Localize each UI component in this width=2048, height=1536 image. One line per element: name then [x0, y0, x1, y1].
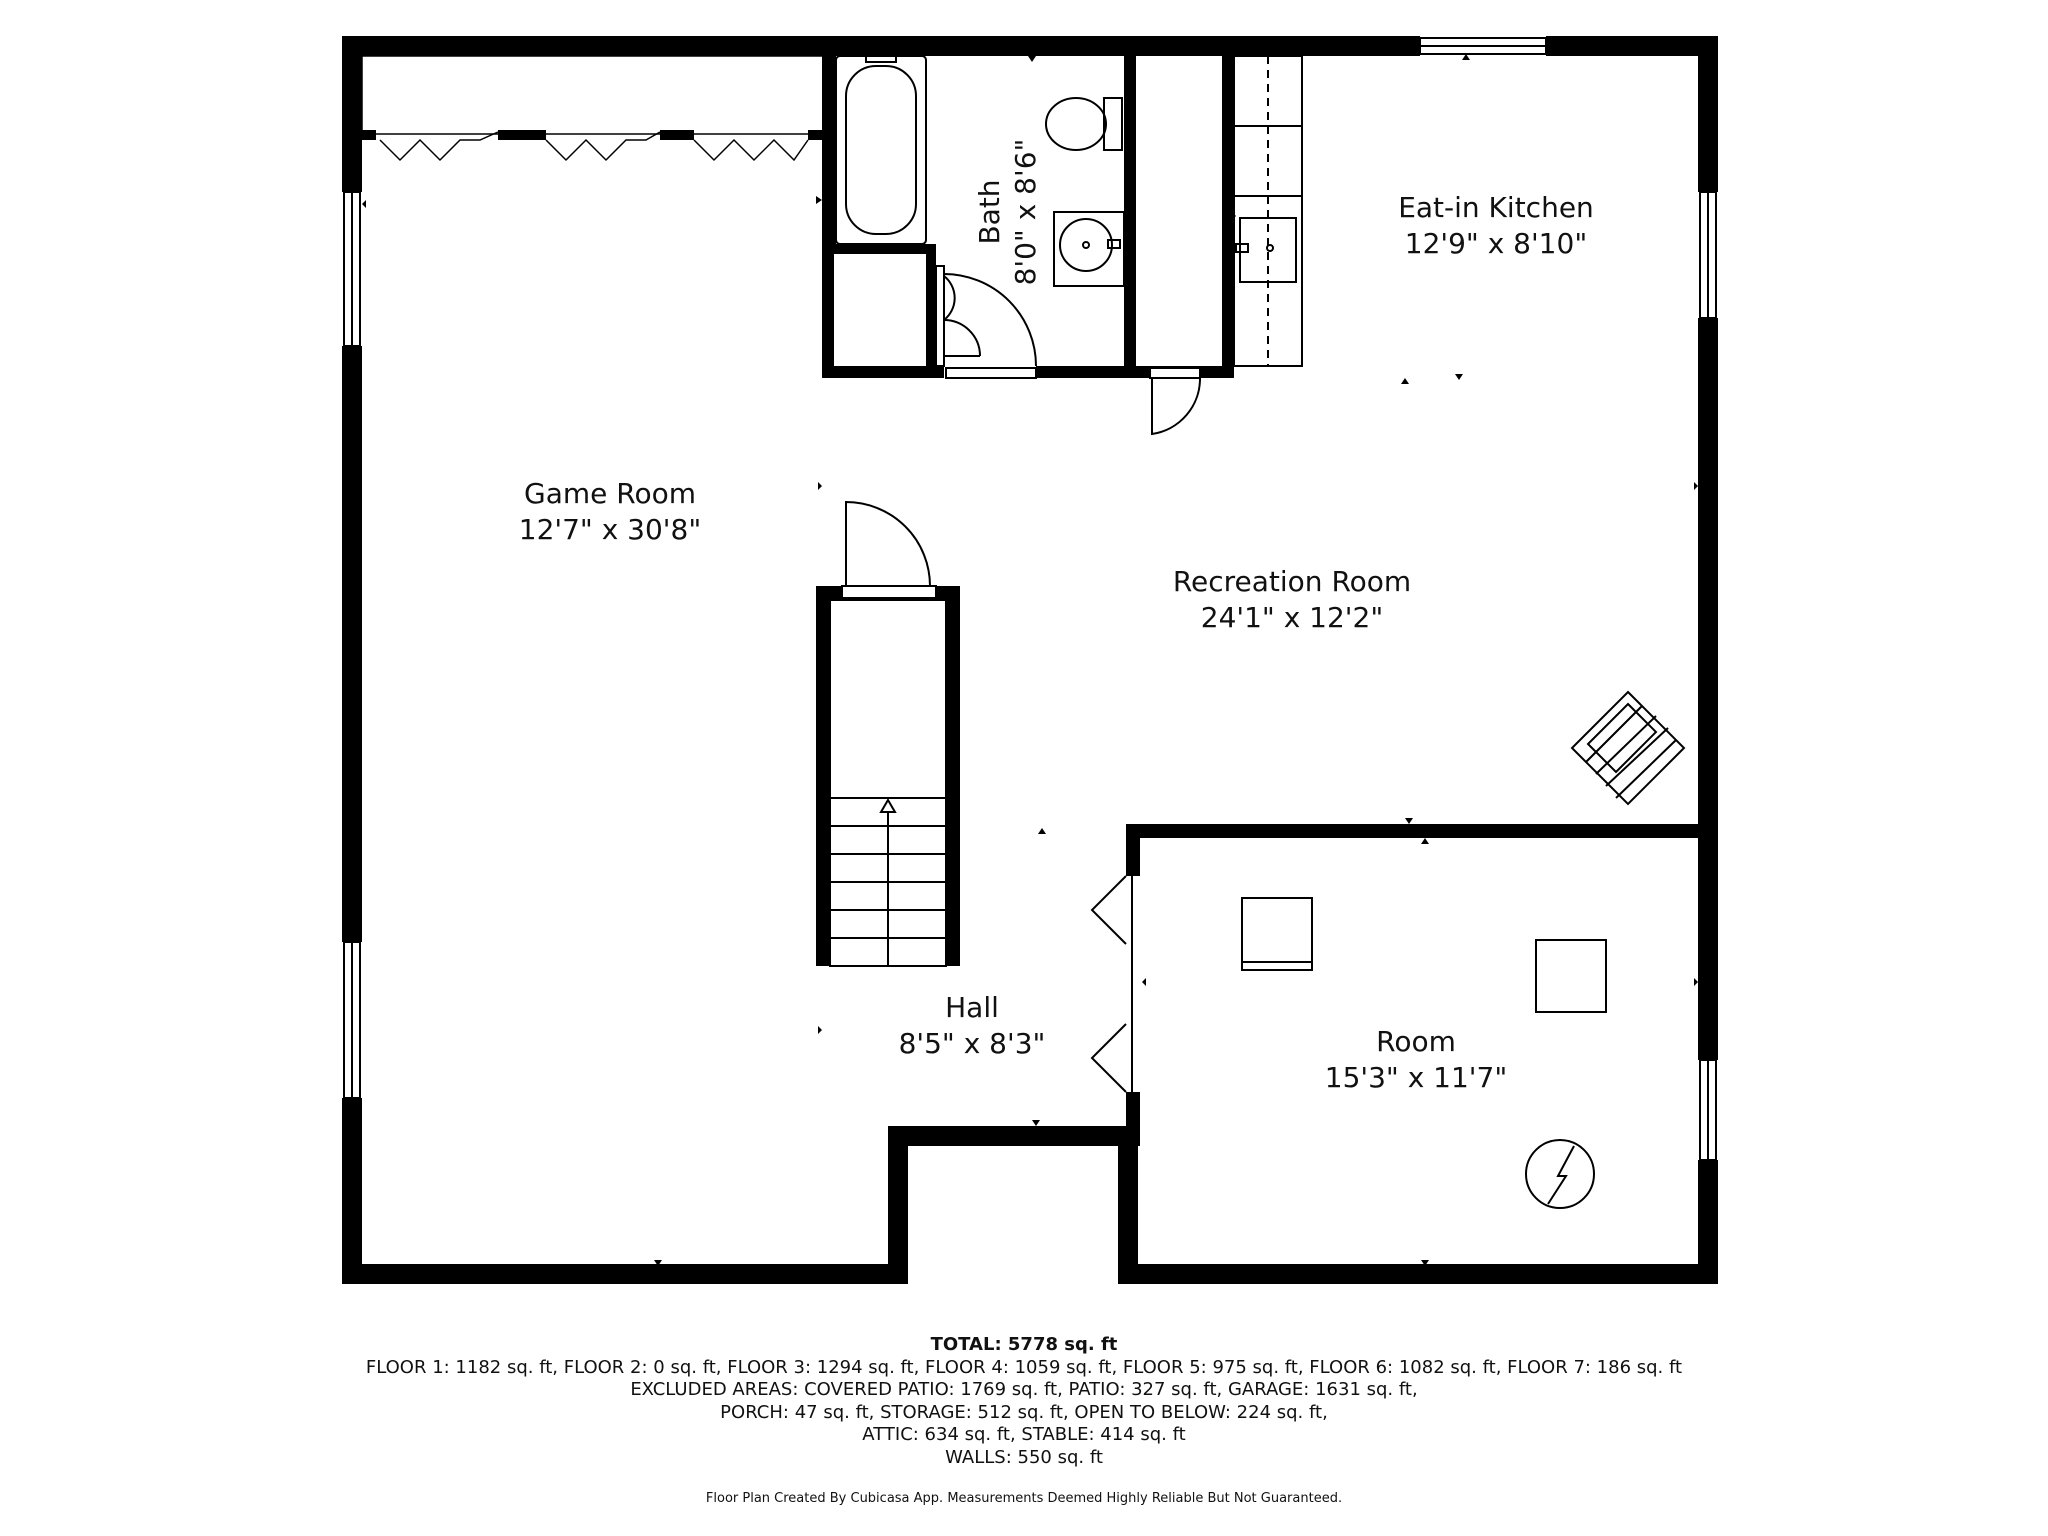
water-heater-icon	[1525, 1139, 1595, 1209]
game-room-name: Game Room	[523, 477, 696, 510]
bath-size: 8'0" x 8'6"	[1009, 138, 1042, 286]
room-label-game-room: Game Room 12'7" x 30'8"	[519, 476, 701, 548]
furniture-box-1	[1241, 897, 1313, 971]
room-label-hall: Hall 8'5" x 8'3"	[899, 990, 1046, 1062]
bathtub	[835, 55, 927, 245]
toilet	[1103, 97, 1123, 151]
area-summary: TOTAL: 5778 sq. ft FLOOR 1: 1182 sq. ft,…	[0, 1334, 2048, 1469]
kitchen-counter	[1233, 55, 1303, 367]
kitchen-name: Eat-in Kitchen	[1398, 191, 1594, 224]
disclaimer: Floor Plan Created By Cubicasa App. Meas…	[705, 1491, 1343, 1506]
summary-floors: FLOOR 1: 1182 sq. ft, FLOOR 2: 0 sq. ft,…	[365, 1356, 1683, 1378]
room-label-kitchen: Eat-in Kitchen 12'9" x 8'10"	[1398, 190, 1594, 262]
furniture-box-2	[1535, 939, 1607, 1013]
recreation-name: Recreation Room	[1172, 565, 1412, 598]
room-name: Room	[1376, 1025, 1456, 1058]
game-room-size: 12'7" x 30'8"	[518, 513, 702, 546]
stairs	[829, 500, 947, 967]
closet-doors	[361, 55, 822, 162]
sink	[1053, 211, 1125, 287]
closet-door-column	[1149, 367, 1202, 436]
exterior-walls	[342, 36, 1718, 1284]
summary-excluded-2: PORCH: 47 sq. ft, STORAGE: 512 sq. ft, O…	[720, 1401, 1328, 1423]
hall-size: 8'5" x 8'3"	[898, 1027, 1046, 1060]
bath-fixtures	[835, 53, 1125, 379]
summary-walls: WALLS: 550 sq. ft	[945, 1446, 1103, 1468]
bath-name: Bath	[973, 179, 1006, 245]
hall-name: Hall	[945, 991, 999, 1024]
measure-markers	[362, 54, 1698, 1266]
windows	[343, 37, 1717, 1161]
bedroom-doors	[1090, 875, 1133, 1093]
recreation-size: 24'1" x 12'2"	[1200, 601, 1384, 634]
room-label-room: Room 15'3" x 11'7"	[1325, 1024, 1507, 1096]
room-label-recreation: Recreation Room 24'1" x 12'2"	[1173, 564, 1411, 636]
hatch-diamond-icon	[1570, 690, 1686, 806]
summary-total: TOTAL: 5778 sq. ft	[930, 1334, 1118, 1355]
room-size: 15'3" x 11'7"	[1324, 1061, 1508, 1094]
summary-excluded-3: ATTIC: 634 sq. ft, STABLE: 414 sq. ft	[862, 1424, 1186, 1445]
kitchen-size: 12'9" x 8'10"	[1404, 227, 1588, 260]
room-fixtures	[1241, 897, 1607, 1209]
summary-excluded-1: EXCLUDED AREAS: COVERED PATIO: 1769 sq. …	[630, 1379, 1418, 1400]
kitchen-sink	[1239, 217, 1297, 283]
